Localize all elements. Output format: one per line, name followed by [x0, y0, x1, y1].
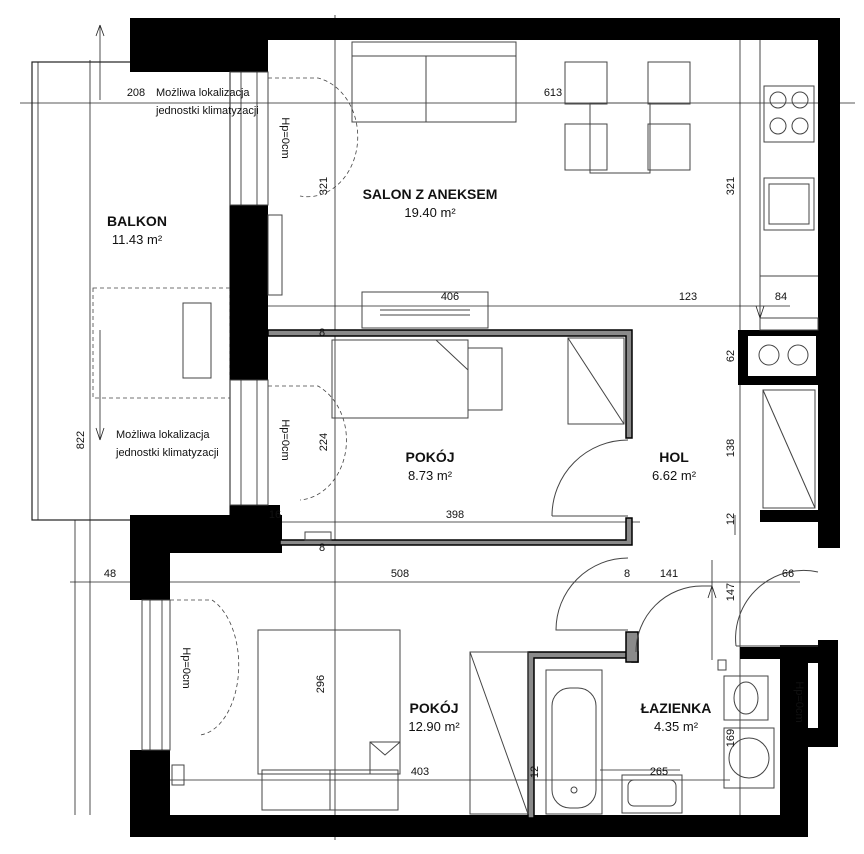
dim-84: 84 — [775, 291, 787, 303]
bathroom-fixtures — [545, 659, 775, 815]
salon-furniture — [351, 41, 691, 329]
lazienka-area: 4.35 m² — [654, 719, 699, 734]
dim-16: 16 — [269, 509, 281, 521]
salon-area: 19.40 m² — [404, 205, 456, 220]
interior-walls — [267, 329, 639, 819]
dim-66: 66 — [782, 568, 794, 580]
dim-265: 265 — [650, 766, 668, 778]
ac-note-bottom-line2: jednostki klimatyzacji — [115, 447, 219, 459]
dim-138: 138 — [725, 439, 737, 457]
arrow-icons — [95, 24, 765, 599]
walls — [130, 18, 840, 837]
dim-8-b: 8 — [319, 542, 325, 554]
dim-147: 147 — [725, 583, 737, 601]
hp-label-4: Hp=0cm — [793, 681, 805, 722]
pokoj2-name: POKÓJ — [409, 699, 458, 716]
dim-208: 208 — [127, 87, 145, 99]
dim-12-hol: 12 — [725, 513, 737, 525]
ac-note-top-line1: Możliwa lokalizacja — [156, 87, 250, 99]
dim-62: 62 — [725, 350, 737, 362]
dim-403: 403 — [411, 766, 429, 778]
lazienka-name: ŁAZIENKA — [641, 700, 712, 716]
ac-note-bottom-line1: Możliwa lokalizacja — [116, 429, 210, 441]
dim-508: 508 — [391, 568, 409, 580]
dim-141: 141 — [660, 568, 678, 580]
hp-label-3: Hp=0cm — [180, 647, 192, 688]
dim-48: 48 — [104, 568, 116, 580]
dim-406: 406 — [441, 291, 459, 303]
dim-296: 296 — [315, 675, 327, 693]
dim-822: 822 — [75, 431, 87, 449]
dim-321-left: 321 — [318, 177, 330, 195]
hp-label-2: Hp=0cm — [279, 419, 291, 460]
notes: Możliwa lokalizacja jednostki klimatyzac… — [115, 87, 805, 723]
dim-224: 224 — [318, 433, 330, 451]
dim-398: 398 — [446, 509, 464, 521]
ac-note-top-line2: jednostki klimatyzacji — [155, 105, 259, 117]
room-labels: SALON Z ANEKSEM 19.40 m² BALKON 11.43 m²… — [107, 186, 711, 734]
hp-label-1: Hp=0cm — [279, 117, 291, 158]
dim-8: 8 — [624, 568, 630, 580]
salon-name: SALON Z ANEKSEM — [363, 186, 498, 202]
hol-area: 6.62 m² — [652, 468, 697, 483]
door-swings — [170, 77, 819, 736]
pokoj2-furniture — [171, 629, 529, 815]
dim-12-bath: 12 — [529, 766, 541, 778]
pokoj1-area: 8.73 m² — [408, 468, 453, 483]
balkon-area: 11.43 m² — [112, 232, 163, 247]
dim-169: 169 — [725, 729, 737, 747]
dim-321-right: 321 — [725, 177, 737, 195]
balkon-name: BALKON — [107, 213, 167, 229]
hol-name: HOL — [659, 449, 689, 465]
pokoj2-area: 12.90 m² — [408, 719, 460, 734]
pokoj1-furniture — [267, 214, 625, 541]
dim-613: 613 — [544, 87, 562, 99]
dimension-labels: 208 613 321 321 406 123 84 62 138 12 224… — [75, 87, 794, 778]
pokoj1-name: POKÓJ — [405, 448, 454, 465]
windows — [141, 71, 269, 751]
dim-123: 123 — [679, 291, 697, 303]
dim-8-a: 8 — [319, 327, 325, 339]
kitchen-counter — [758, 40, 819, 509]
dimension-lines — [20, 15, 855, 840]
